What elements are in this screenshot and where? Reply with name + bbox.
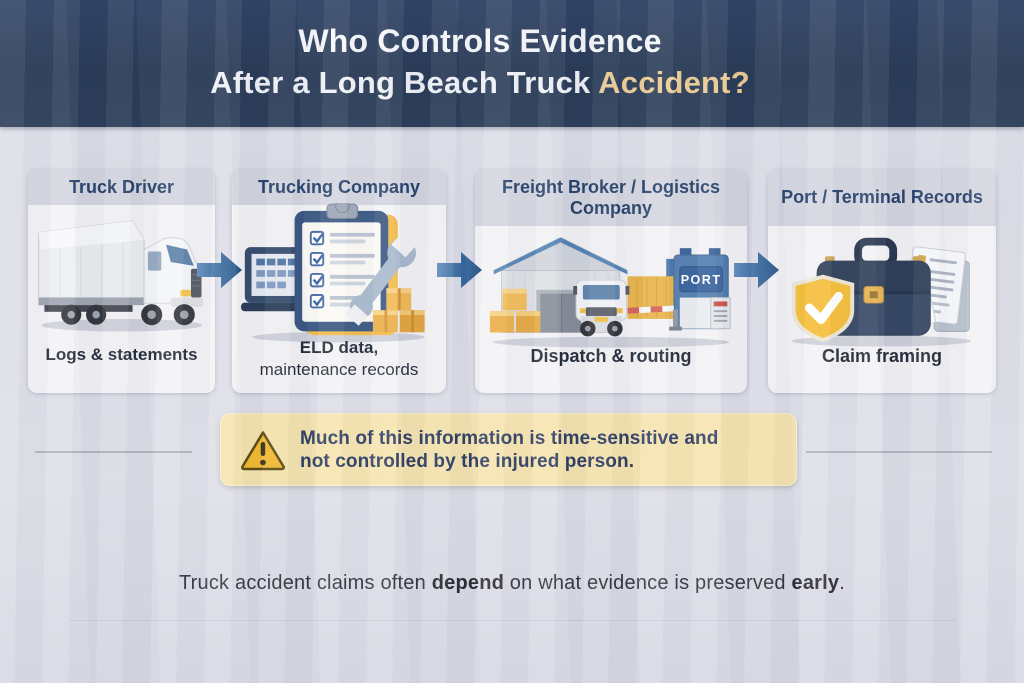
footer-part2: on what evidence is preserved [504,572,792,594]
step-caption: Logs & statements [45,345,198,364]
warning-banner: Much of this information is time-sensiti… [220,413,797,486]
step-caption-line1: ELD data, [299,338,379,357]
step-title: Freight Broker / Logistics Company [475,170,747,226]
page-title-line1: Who Controls Evidence [298,23,662,59]
arrow-right-icon [437,251,483,289]
footer-part1: Truck accident claims often [178,572,432,594]
warehouse-port-gate-icon: PORT [475,228,747,348]
title-block: Who Controls Evidence After a Long Beach… [0,0,960,102]
footer-bold-early: early [791,572,840,594]
page-title-line2: After a Long Beach Truck Accident? [0,64,960,102]
step-caption: Claim framing [821,346,943,366]
right-divider-rule [806,451,992,453]
step-caption-line2: maintenance records [259,360,419,379]
warning-text: Much of this information is time-sensiti… [300,427,718,473]
title-line2-prefix: After a Long Beach Truck [210,65,599,100]
footer-part3: . [839,572,846,594]
bottom-divider-rule [70,620,955,621]
port-sign-label: PORT [681,273,722,287]
flow-step-card-truck-driver: Truck Driver [28,170,215,393]
step-title: Truck Driver [28,170,215,205]
warning-text-line1: Much of this information is time-sensiti… [300,427,719,449]
arrow-right-icon [734,251,780,289]
flow-step-card-trucking-company: Trucking Company [232,170,446,393]
step-title: Port / Terminal Records [768,170,996,226]
semi-truck-icon [28,206,215,340]
arrow-right-icon [197,251,243,289]
warning-text-line2: not controlled by the injured person. [300,450,635,472]
step-title: Trucking Company [232,170,446,205]
left-divider-rule [35,451,192,453]
footer-bold-depend: depend [431,572,505,594]
flow-step-card-port-terminal: Port / Terminal Records [768,170,996,393]
header-band: Who Controls Evidence After a Long Beach… [0,0,1024,127]
step-caption: ELD data, maintenance records [232,337,446,381]
flow-step-card-freight-broker: Freight Broker / Logistics Company [475,170,747,393]
warning-triangle-icon [240,429,286,471]
step-caption: Dispatch & routing [530,346,692,366]
briefcase-shield-icon [768,228,996,346]
footer-sentence: Truck accident claims often depend on wh… [0,570,1024,596]
clipboard-checklist-icon [232,203,446,343]
title-line2-highlight: Accident? [598,65,750,100]
